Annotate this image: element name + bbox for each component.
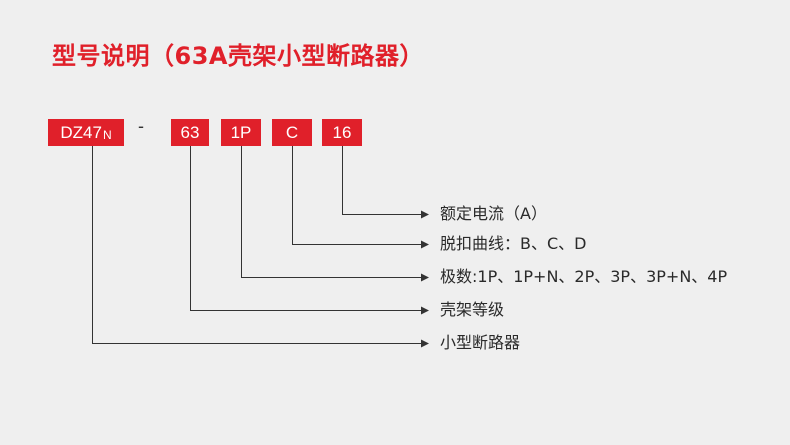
connector-current: [342, 146, 429, 219]
code-box-poles: 1P: [221, 119, 261, 146]
code-separator: -: [138, 116, 144, 136]
code-box-curve: C: [272, 119, 312, 146]
connector-series: [92, 146, 429, 348]
connector-frame: [190, 146, 429, 315]
connector-poles: [241, 146, 429, 282]
connector-curve: [292, 146, 429, 249]
code-box-current: 16: [322, 119, 362, 146]
label-trip-curve: 脱扣曲线：B、C、D: [440, 234, 587, 253]
code-box-frame: 63: [171, 119, 209, 146]
series-suffix-text: N: [102, 127, 112, 142]
label-frame-grade: 壳架等级: [440, 300, 505, 319]
label-rated-current: 额定电流（A）: [440, 204, 547, 223]
label-breaker: 小型断路器: [440, 333, 521, 352]
series-text: DZ47: [60, 122, 102, 142]
label-poles: 极数:1P、1P+N、2P、3P、3P+N、4P: [440, 267, 728, 286]
page-title: 型号说明（63A壳架小型断路器）: [52, 42, 424, 70]
